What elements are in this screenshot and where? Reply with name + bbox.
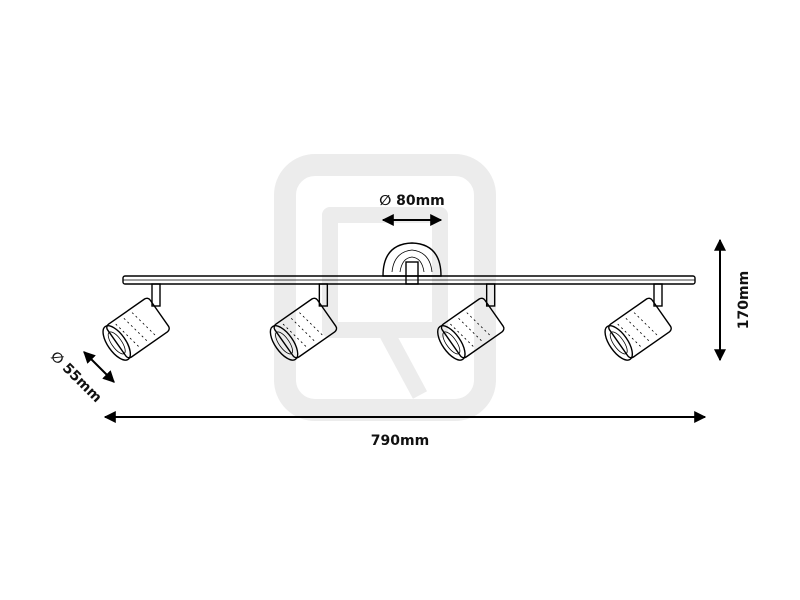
spot-diameter-label: ∅ 55mm bbox=[47, 348, 105, 406]
ceiling-canopy bbox=[382, 242, 442, 285]
height-dimension: 170mm bbox=[714, 238, 752, 362]
canopy-diameter-dimension: ∅ 80mm bbox=[379, 193, 445, 226]
spotlights bbox=[102, 283, 672, 361]
mounting-bar bbox=[122, 275, 696, 285]
canopy-diameter-label: ∅ 80mm bbox=[379, 193, 445, 209]
spotlight bbox=[604, 283, 672, 361]
length-label: 790mm bbox=[371, 433, 429, 449]
spot-diameter-dimension: ∅ 55mm bbox=[47, 348, 115, 406]
height-label: 170mm bbox=[736, 271, 752, 329]
spotlight bbox=[102, 283, 170, 361]
spotlight bbox=[437, 283, 505, 361]
spotlight bbox=[269, 283, 338, 361]
length-dimension: 790mm bbox=[103, 411, 707, 449]
